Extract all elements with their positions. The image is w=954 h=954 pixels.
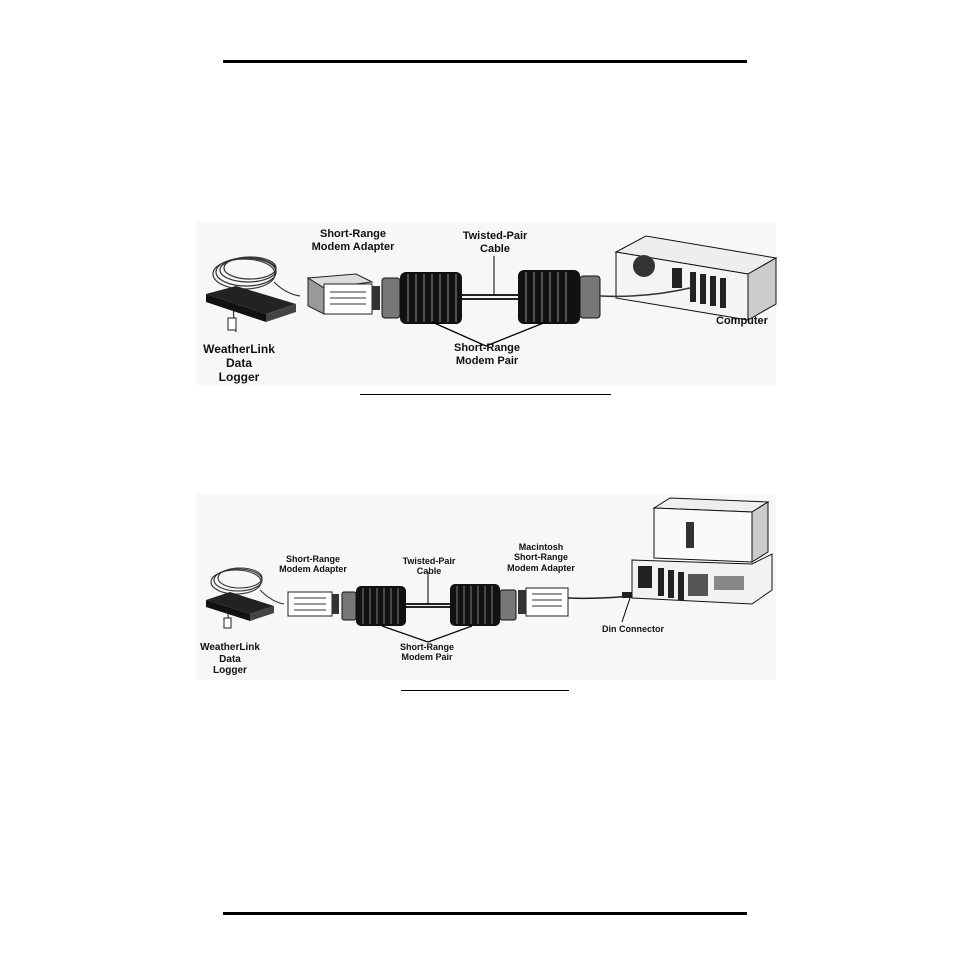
bottom-page-rule: [223, 912, 747, 915]
fig2-mac-adapter-label: Macintosh Short-Range Modem Adapter: [507, 542, 575, 573]
fig1-logger-label: WeatherLink Data Logger: [203, 342, 275, 384]
fig2-caption-rule: [401, 690, 569, 691]
mac-adapter-icon: [518, 587, 569, 617]
fig2-twisted-pair-label: Twisted-Pair Cable: [402, 556, 456, 577]
fig1-modem-pair-label: Short-Range Modem Pair: [454, 342, 520, 367]
computer-icon: [599, 235, 778, 321]
fig1-caption-rule: [360, 394, 611, 395]
macintosh-computer-icon: [631, 497, 773, 605]
fig2-din-connector-label: Din Connector: [602, 624, 664, 634]
data-logger-icon: [206, 592, 274, 629]
modem-adapter-icon: [306, 273, 380, 315]
left-modem-icon: [381, 272, 462, 324]
pc-connection-illustration: [206, 235, 778, 347]
right-modem-icon: [450, 584, 517, 626]
modem-adapter-icon: [287, 591, 339, 617]
fig1-modem-adapter-label: Short-Range Modem Adapter: [311, 228, 395, 253]
data-logger-icon: [206, 286, 296, 331]
right-modem-icon: [518, 270, 601, 324]
fig1-twisted-pair-label: Twisted-Pair Cable: [462, 230, 528, 255]
figure-pc-connection: Short-Range Modem Adapter Twisted-Pair C…: [196, 222, 778, 385]
mac-connection-illustration: [206, 497, 773, 643]
fig2-modem-pair-label: Short-Range Modem Pair: [400, 642, 454, 663]
left-modem-icon: [341, 586, 406, 626]
fig2-modem-adapter-label: Short-Range Modem Adapter: [279, 554, 347, 575]
fig2-logger-label: WeatherLink Data Logger: [200, 642, 260, 676]
top-page-rule: [223, 60, 747, 63]
fig1-computer-label: Computer: [716, 315, 768, 327]
din-connector-icon: [622, 592, 638, 598]
figure-mac-connection: Short-Range Modem Adapter Twisted-Pair C…: [196, 494, 776, 680]
